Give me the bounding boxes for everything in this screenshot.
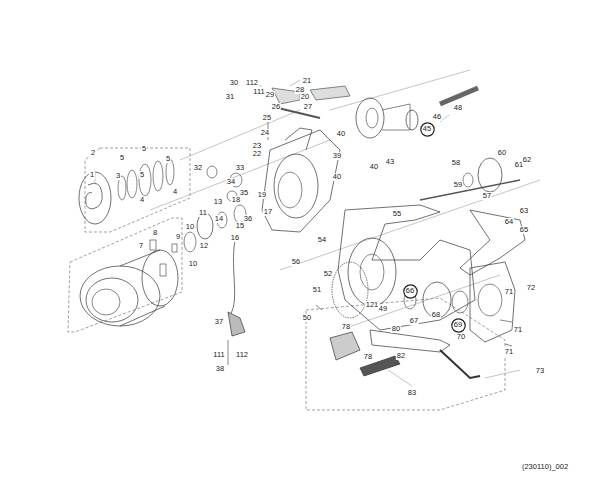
callout-number: 112: [245, 79, 259, 87]
callout-number: 27: [303, 103, 313, 111]
callout-number: 45: [423, 125, 431, 133]
callout-number: 66: [406, 287, 414, 295]
callout-number: 16: [230, 234, 240, 242]
callout-number: 83: [407, 389, 417, 397]
callout-number: 72: [526, 284, 536, 292]
callout-number: 33: [235, 164, 245, 172]
callout-number: 3: [115, 172, 121, 180]
callout-number: 70: [456, 333, 466, 341]
callout-number: 56: [291, 258, 301, 266]
callout-number: 71: [513, 326, 523, 334]
callout-number: 43: [385, 158, 395, 166]
drawing-code: (230110)_002: [521, 463, 569, 471]
callout-number: 21: [302, 77, 312, 85]
callout-number: 5: [165, 155, 171, 163]
callout-number: 80: [391, 325, 401, 333]
callout-number: 55: [392, 210, 402, 218]
callout-number: 59: [453, 181, 463, 189]
callout-number: 32: [193, 164, 203, 172]
callout-number: 38: [215, 365, 225, 373]
callout-number: 8: [152, 229, 158, 237]
callout-number: 31: [225, 93, 235, 101]
callout-number: 10: [185, 223, 195, 231]
callout-number: 5: [141, 145, 147, 153]
callout-number: 48: [453, 104, 463, 112]
callout-number: 39: [332, 152, 342, 160]
callout-number: 111: [212, 351, 225, 359]
callout-number: 30: [229, 79, 239, 87]
callout-number: 57: [482, 192, 492, 200]
callout-number: 24: [260, 129, 270, 137]
circled-callout: 66: [403, 284, 418, 299]
callout-number: 10: [188, 260, 198, 268]
callout-number: 71: [504, 348, 514, 356]
callout-number: 60: [497, 149, 507, 157]
callout-number: 34: [226, 178, 236, 186]
callout-number: 40: [369, 163, 379, 171]
callout-number: 7: [138, 242, 144, 250]
callout-number: 71: [504, 288, 514, 296]
callout-number: 50: [302, 314, 312, 322]
callout-number: 23: [252, 142, 262, 150]
callout-number: 17: [263, 208, 273, 216]
callout-number: 82: [396, 352, 406, 360]
callout-number: 1: [89, 171, 95, 179]
callout-number: 73: [535, 367, 545, 375]
callout-number: 14: [214, 215, 224, 223]
callout-number: 46: [432, 113, 442, 121]
callout-number: 5: [119, 154, 125, 162]
callout-number: 12: [199, 242, 209, 250]
callout-number: 63: [519, 207, 529, 215]
callout-number: 13: [213, 198, 223, 206]
callout-number: 111: [252, 88, 265, 96]
callout-number: 40: [336, 130, 346, 138]
callout-number: 49: [378, 305, 388, 313]
callout-number: 78: [363, 353, 373, 361]
circled-callout: 45: [420, 122, 435, 137]
callout-number: 62: [522, 156, 532, 164]
callout-number: 22: [252, 150, 262, 158]
callout-number: 4: [139, 196, 145, 204]
callout-number: 67: [409, 317, 419, 325]
callout-number: 29: [265, 91, 275, 99]
callout-number: 11: [198, 209, 208, 217]
callout-number: 4: [172, 188, 178, 196]
callout-number: 54: [317, 236, 327, 244]
callout-number: 69: [454, 321, 462, 329]
callout-number: 51: [312, 286, 322, 294]
callout-number: 78: [341, 323, 351, 331]
callout-number: 52: [323, 270, 333, 278]
callout-number: 58: [451, 159, 461, 167]
callout-number: 15: [235, 222, 245, 230]
callout-number: 112: [235, 351, 249, 359]
callout-number: 68: [431, 311, 441, 319]
callout-number: 26: [271, 103, 281, 111]
callout-number: 65: [519, 226, 529, 234]
callout-number: 20: [300, 93, 310, 101]
circled-callout: 69: [451, 318, 466, 333]
callout-number: 64: [504, 218, 514, 226]
callout-number: 37: [214, 318, 224, 326]
callout-number: 9: [175, 233, 181, 241]
callout-number: 2: [90, 149, 96, 157]
callout-number: 19: [257, 191, 267, 199]
callout-number: 18: [231, 196, 241, 204]
callout-number: 40: [332, 173, 342, 181]
callout-number: 25: [262, 114, 272, 122]
callout-number: 5: [139, 171, 145, 179]
